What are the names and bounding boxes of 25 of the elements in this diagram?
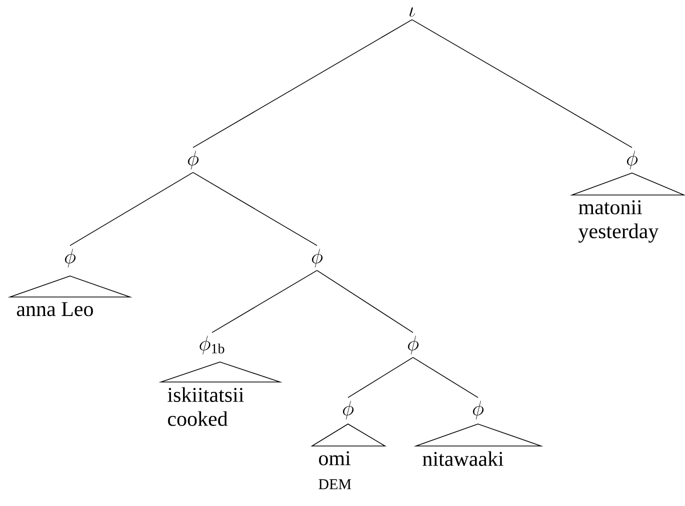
branch-line — [316, 270, 414, 333]
category-label: $\phi$ — [188, 150, 199, 170]
node-label: DEM — [318, 479, 352, 490]
branch-line — [192, 19, 412, 148]
branch-line — [412, 19, 632, 148]
node-label: cooked — [168, 411, 228, 426]
node-label: nitawaaki — [422, 451, 504, 466]
node-label: iskiitatsii — [168, 387, 244, 402]
branch-line — [212, 270, 318, 333]
branch-line — [70, 172, 194, 246]
category-label: $\phi$ — [408, 336, 419, 354]
branch-line — [412, 357, 478, 398]
node-label: omi — [319, 451, 350, 466]
branch-line — [348, 357, 414, 398]
node-label: anna Leo — [16, 302, 93, 316]
category-label: $\phi_{\mathrm{1b}}$ — [200, 336, 224, 354]
category-label: $\iota$ — [410, 7, 415, 17]
branch-line — [192, 172, 318, 246]
category-label: $\phi$ — [312, 248, 323, 268]
category-label: $\phi$ — [64, 248, 76, 268]
node-label: matonii — [578, 200, 642, 214]
category-label: $\phi$ — [472, 400, 484, 420]
node-label: yesterday — [578, 224, 659, 243]
category-label: $\phi$ — [626, 150, 638, 170]
category-label: $\phi$ — [342, 400, 354, 420]
